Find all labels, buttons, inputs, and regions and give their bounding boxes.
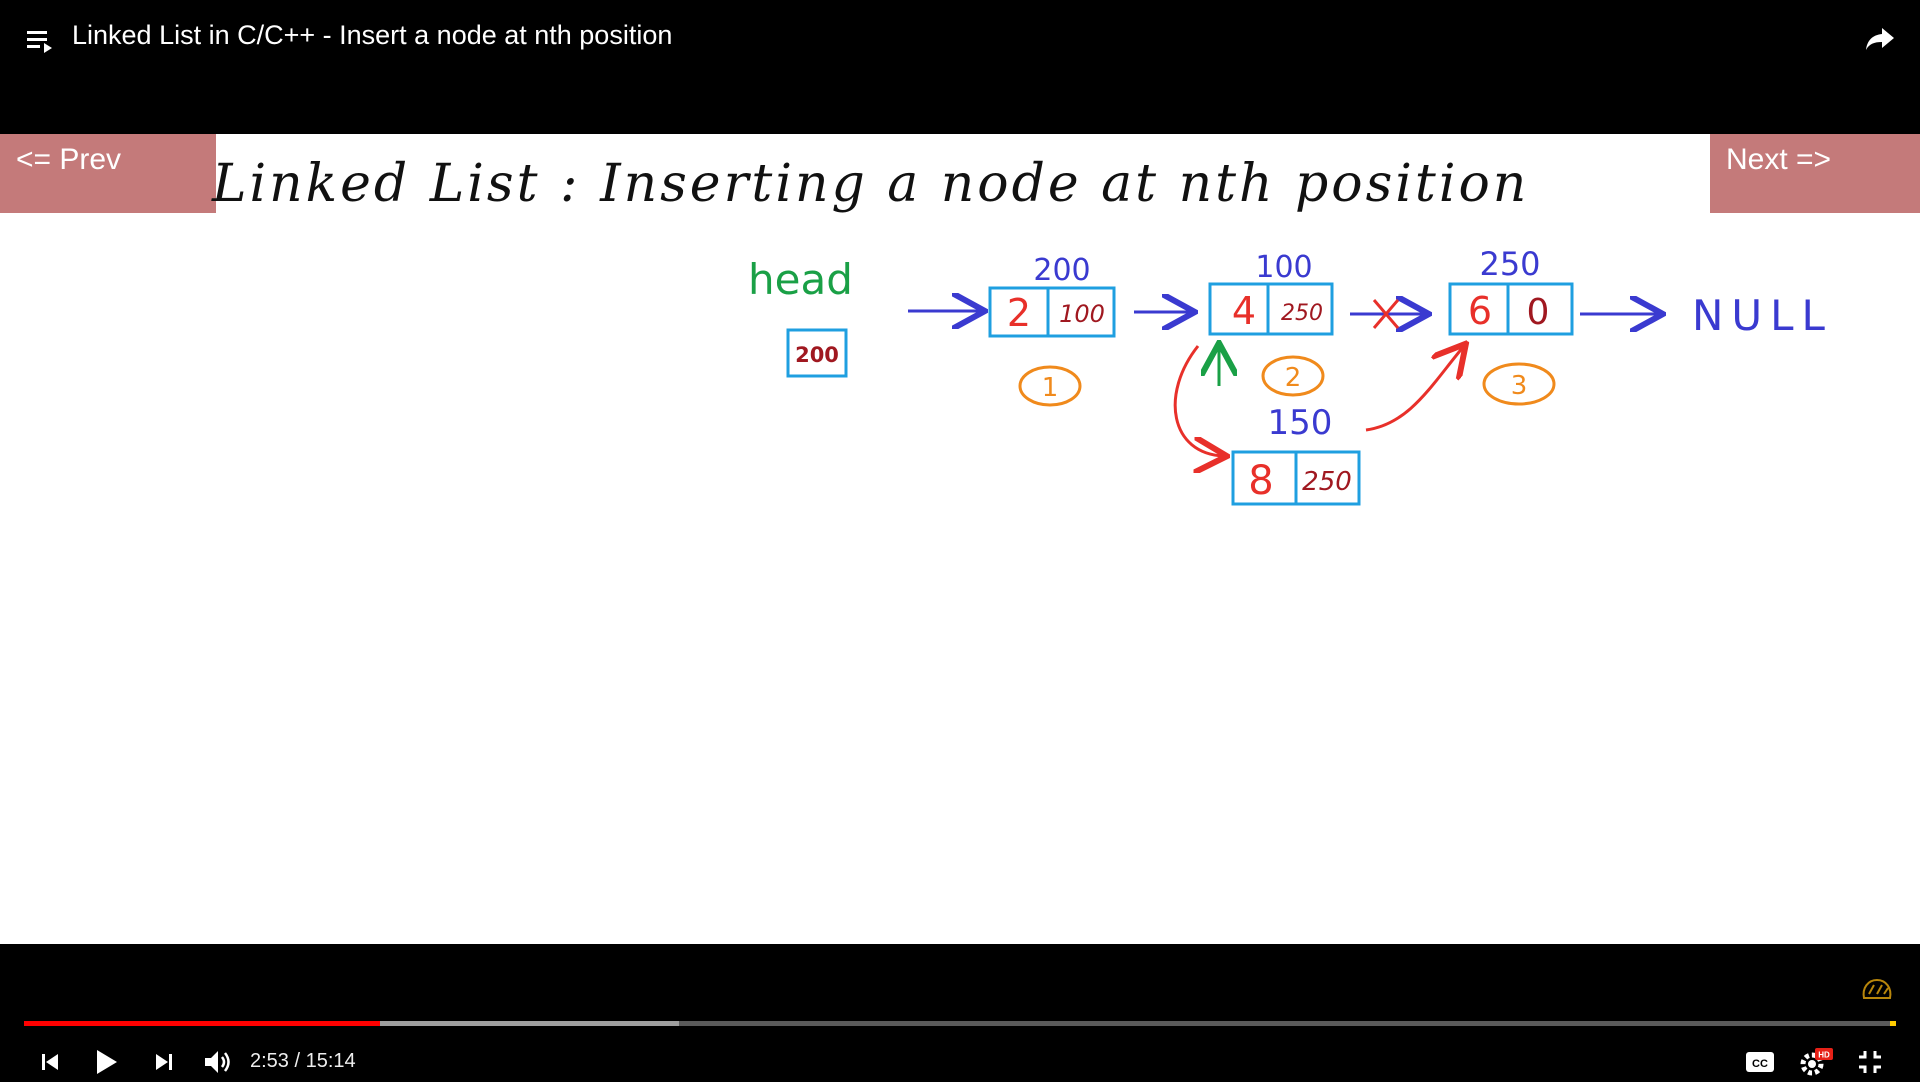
- node2-position-circle: [1261, 355, 1325, 397]
- node2-box: [1208, 282, 1334, 336]
- node3-box: [1448, 282, 1574, 336]
- node1-next: 100: [1059, 300, 1105, 328]
- progress-end-marker: [1890, 1021, 1896, 1026]
- settings-icon[interactable]: HD: [1796, 1042, 1836, 1082]
- node3-next: 0: [1527, 292, 1550, 333]
- head-label: head: [748, 255, 853, 304]
- channel-logo-icon[interactable]: [1860, 976, 1894, 1002]
- playlist-icon[interactable]: [24, 24, 56, 56]
- new-node-data: 8: [1248, 458, 1273, 504]
- node1-data: 2: [1007, 291, 1031, 335]
- node3-address: 250: [1479, 245, 1540, 283]
- captions-icon[interactable]: CC: [1740, 1042, 1780, 1082]
- captions-label: CC: [1752, 1058, 1768, 1070]
- video-title[interactable]: Linked List in C/C++ - Insert a node at …: [72, 20, 673, 50]
- node2-position: 2: [1285, 363, 1302, 393]
- next-button[interactable]: Next =>: [1710, 134, 1920, 213]
- player-controls: 2:53 / 15:14 CC HD: [0, 944, 1920, 1080]
- node3-position: 3: [1511, 371, 1528, 401]
- linked-list-diagram: head 200 200 2 100 1 100 4 250 2 250 6 0: [748, 245, 1833, 506]
- new-node-address: 150: [1268, 403, 1333, 443]
- node3-position-circle: [1482, 362, 1556, 406]
- video-frame[interactable]: <= Prev Next => Linked List : Inserting …: [0, 134, 1920, 944]
- node1-box: [988, 286, 1116, 338]
- previous-icon[interactable]: [30, 1042, 70, 1082]
- node1-position: 1: [1042, 373, 1059, 403]
- top-bar: Linked List in C/C++ - Insert a node at …: [0, 0, 1920, 134]
- new-node-next: 250: [1302, 467, 1352, 497]
- new-link-arrow: [1365, 346, 1464, 432]
- time-display: 2:53 / 15:14: [250, 1050, 356, 1072]
- prev-button[interactable]: <= Prev: [0, 134, 216, 213]
- head-box: [786, 328, 848, 378]
- node2-next: 250: [1281, 301, 1323, 326]
- hd-label: HD: [1818, 1051, 1830, 1060]
- node2-data: 4: [1232, 289, 1256, 333]
- node3-data: 6: [1468, 289, 1492, 333]
- play-icon[interactable]: [86, 1042, 126, 1082]
- null-label: NULL: [1692, 291, 1833, 340]
- hd-badge: [1815, 1048, 1833, 1060]
- head-value: 200: [795, 343, 839, 367]
- node1-address: 200: [1033, 253, 1090, 288]
- volume-icon[interactable]: [198, 1042, 238, 1082]
- node1-position-circle: [1018, 365, 1082, 407]
- insert-link-arrow: [1173, 345, 1224, 456]
- next-icon[interactable]: [144, 1042, 184, 1082]
- progress-bar[interactable]: [24, 1021, 1896, 1026]
- progress-played: [24, 1021, 380, 1026]
- share-icon[interactable]: [1862, 20, 1898, 56]
- node2-address: 100: [1255, 250, 1312, 285]
- exit-fullscreen-icon[interactable]: [1850, 1042, 1890, 1082]
- slide-title: Linked List : Inserting a node at nth po…: [212, 154, 1530, 214]
